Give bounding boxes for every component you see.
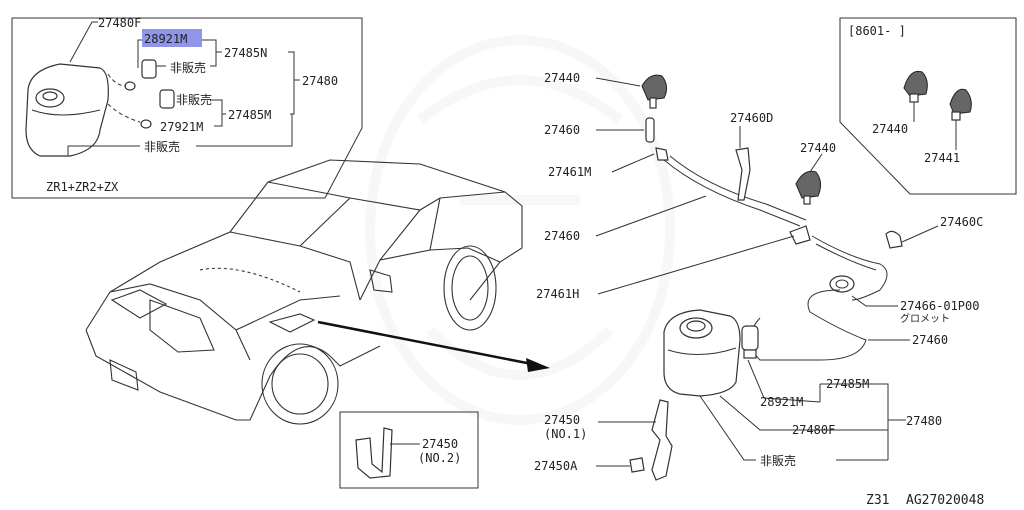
footer-code: AG27020048 bbox=[906, 493, 984, 508]
watermark bbox=[365, 35, 675, 425]
inset-top-right: [8601- ] 27440 27441 bbox=[839, 17, 1017, 195]
label-27460-a: 27460 bbox=[544, 123, 580, 137]
label-27450A: 27450A bbox=[534, 459, 578, 473]
label-27440-b: 27440 bbox=[800, 141, 836, 155]
label-no1: (NO.1) bbox=[544, 427, 587, 441]
pump-27921m-small bbox=[159, 89, 175, 109]
label-27461M: 27461M bbox=[548, 165, 591, 179]
label-27460-b: 27460 bbox=[544, 229, 580, 243]
reservoir-tank-small bbox=[25, 63, 109, 157]
highlight-28921m bbox=[142, 29, 202, 47]
label-27460-c: 27460 bbox=[912, 333, 948, 347]
label-range: [8601- ] bbox=[848, 24, 906, 38]
footer-model: Z31 bbox=[866, 493, 889, 508]
label-models: ZR1+ZR2+ZX bbox=[46, 180, 119, 194]
label-27466-01P00: 27466-01P00 bbox=[900, 299, 979, 313]
bracket-27450-no2 bbox=[355, 427, 393, 479]
label-27450-no2: 27450 bbox=[422, 437, 458, 451]
label-27460D: 27460D bbox=[730, 111, 773, 125]
label-27460C: 27460C bbox=[940, 215, 983, 229]
label-27440-inset: 27440 bbox=[872, 122, 908, 136]
footer: Z31 AG27020048 bbox=[866, 493, 984, 508]
joint-27461h bbox=[789, 225, 811, 245]
bracket-27450-no1 bbox=[651, 399, 673, 481]
clip-27460d bbox=[735, 147, 751, 201]
label-27485M: 27485M bbox=[826, 377, 869, 391]
label-not-for-sale-1: 非販売 bbox=[170, 60, 206, 75]
label-27921M-inset: 27921M bbox=[160, 120, 203, 134]
inset-bottom: 27450 (NO.2) bbox=[339, 411, 479, 489]
label-27480F-inset: 27480F bbox=[98, 16, 141, 30]
label-no2: (NO.2) bbox=[418, 451, 461, 465]
car-illustration bbox=[85, 159, 523, 425]
label-27480-inset: 27480 bbox=[302, 74, 338, 88]
label-27450-no1: 27450 bbox=[544, 413, 580, 427]
label-27461H: 27461H bbox=[536, 287, 579, 301]
label-not-for-sale-2: 非販売 bbox=[176, 92, 212, 107]
hose-27460-a bbox=[645, 117, 655, 143]
label-27480F: 27480F bbox=[792, 423, 835, 437]
label-grommet: グロメット bbox=[900, 312, 950, 325]
check-valve-27461m bbox=[655, 147, 669, 161]
label-27485N-inset: 27485N bbox=[224, 46, 267, 60]
label-not-for-sale-main: 非販売 bbox=[760, 453, 796, 468]
label-27440-a: 27440 bbox=[544, 71, 580, 85]
pump-28921m-small bbox=[141, 59, 157, 79]
pump-28921m bbox=[741, 325, 759, 351]
main-parts bbox=[595, 74, 939, 481]
label-28921M: 28921M bbox=[760, 395, 803, 409]
pointer-arrow bbox=[317, 320, 550, 372]
inset-top-left: 27480F 28921M 27485N 27480 非販売 非販売 27921… bbox=[11, 16, 363, 199]
label-27441-inset: 27441 bbox=[924, 151, 960, 165]
label-27480: 27480 bbox=[906, 414, 942, 428]
label-27485M-inset: 27485M bbox=[228, 108, 271, 122]
elbow-27460c bbox=[885, 230, 903, 249]
label-28921M-inset: 28921M bbox=[144, 32, 187, 46]
nozzle-27440-b bbox=[795, 170, 822, 199]
main-labels: 27440 27460 27461M 27460D 27440 27460 27… bbox=[534, 71, 983, 473]
bolt-27450a bbox=[629, 457, 645, 473]
grommet-27466 bbox=[829, 275, 855, 293]
nozzle-27441-inset bbox=[949, 88, 972, 115]
nozzle-27440-a bbox=[641, 74, 668, 101]
nozzle-27440-inset bbox=[903, 70, 928, 97]
label-not-for-sale-3: 非販売 bbox=[144, 139, 180, 154]
